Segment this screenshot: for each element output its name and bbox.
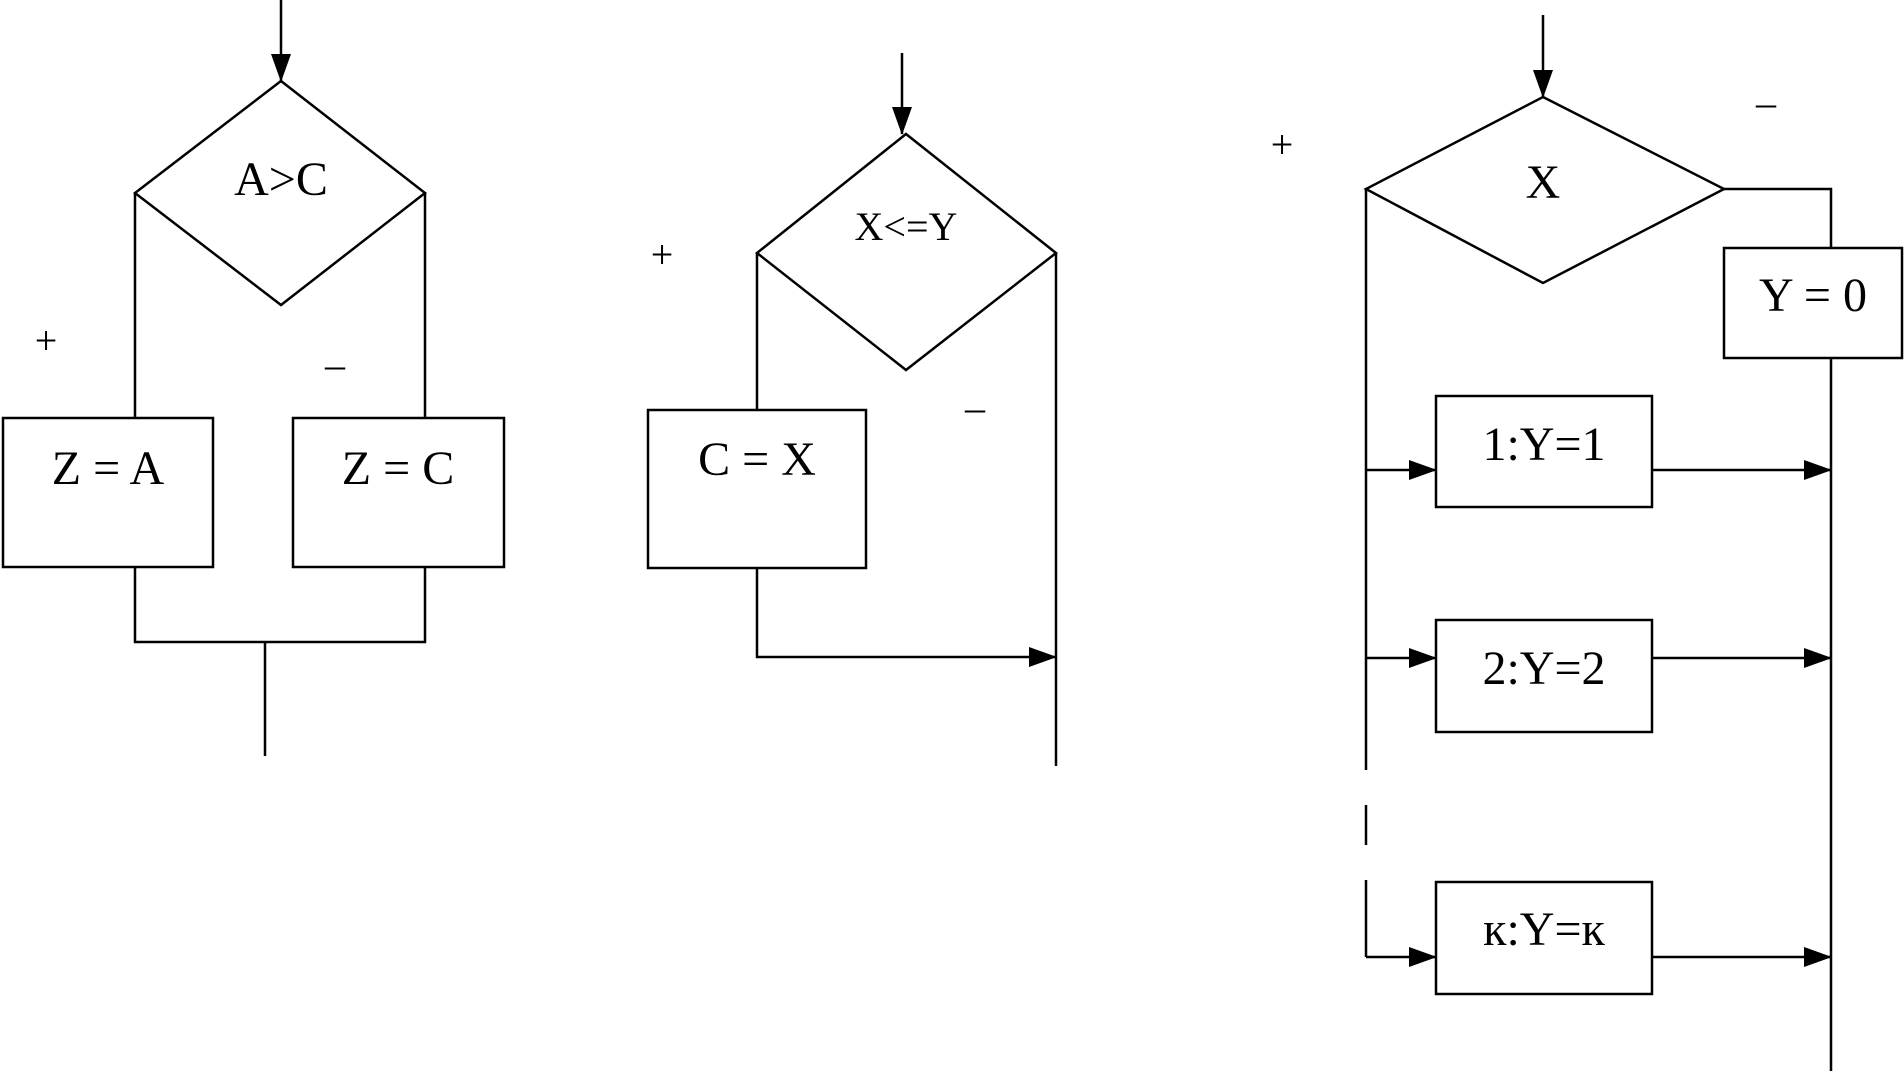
- case-2-label: 2:Y=2: [1482, 642, 1605, 695]
- true-sign: +: [651, 232, 674, 277]
- merge-line: [133, 567, 427, 644]
- case-k-label: к:Y=к: [1483, 903, 1605, 956]
- condition-diamond: [754, 132, 1059, 372]
- default-process-label: Y = 0: [1759, 269, 1867, 322]
- condition-label: X<=Y: [855, 204, 958, 249]
- false-process-label: Z = C: [342, 442, 454, 495]
- condition-diamond: [132, 79, 428, 307]
- merge-arrow: [755, 568, 1057, 667]
- condition-label: A>C: [234, 153, 328, 206]
- true-sign: +: [1271, 122, 1294, 167]
- case-2-box: [1434, 618, 1654, 734]
- case-1-box: [1434, 394, 1654, 509]
- false-sign: –: [324, 342, 346, 387]
- diagram-if-then: X<=Y + – C = X: [646, 53, 1059, 766]
- false-process-box: [291, 416, 506, 569]
- false-sign: –: [964, 385, 986, 430]
- diagram-switch: X + – Y = 0 1:Y=1 2:Y=2 к:Y=к: [1271, 15, 1904, 1071]
- case-1-label: 1:Y=1: [1482, 418, 1605, 471]
- true-process-box: [646, 408, 868, 570]
- true-process-box: [1, 416, 215, 569]
- diagram-if-else: A>C + – Z = A Z = C: [1, 0, 506, 756]
- condition-diamond: [1363, 95, 1727, 285]
- true-process-label: C = X: [698, 433, 816, 486]
- condition-label: X: [1526, 156, 1561, 209]
- true-sign: +: [35, 318, 58, 363]
- true-process-label: Z = A: [52, 442, 165, 495]
- default-process-box: [1722, 246, 1904, 360]
- default-branch-line: [1724, 187, 1833, 248]
- false-sign: –: [1755, 80, 1777, 125]
- case-k-box: [1434, 880, 1654, 996]
